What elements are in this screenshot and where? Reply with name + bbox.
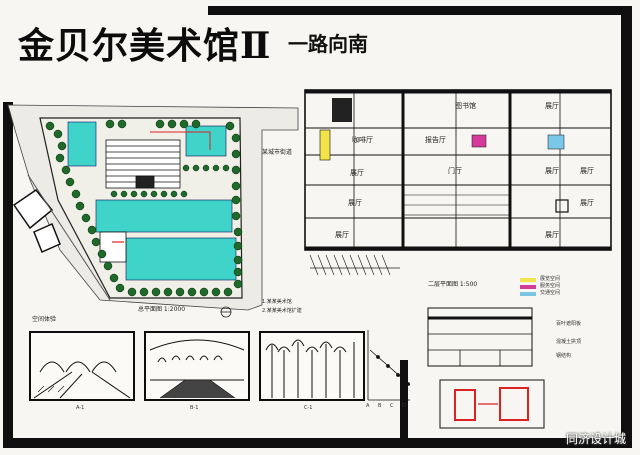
site-building-a xyxy=(12,188,54,230)
room-label: 图书馆 xyxy=(455,102,476,110)
frame-bottom-bar xyxy=(3,438,632,448)
legend-swatch-3 xyxy=(520,292,536,296)
pool-2 xyxy=(95,199,233,233)
axis-diagram xyxy=(367,330,411,401)
room-label: 展厅 xyxy=(335,231,349,239)
perspective-b-sketch xyxy=(149,339,245,399)
frame-left-bar xyxy=(3,102,13,448)
perspective-c-sketch xyxy=(265,339,355,398)
legend-swatch-2 xyxy=(520,285,536,289)
room-label: 咖啡厅 xyxy=(352,136,373,144)
red-path-1 xyxy=(150,131,211,150)
pool-4 xyxy=(185,125,227,157)
room-label: 展厅 xyxy=(348,199,362,207)
frame-right-bar xyxy=(621,6,632,448)
section-drawing xyxy=(427,307,533,367)
view-label-c: C-1 xyxy=(304,405,313,411)
room-label: 展厅 xyxy=(545,102,559,110)
room-label: 展厅 xyxy=(580,167,594,175)
trees xyxy=(45,119,243,297)
site-plan-scale: 总平面图 1:2000 xyxy=(138,306,186,313)
section-label: 混凝土拱顶 xyxy=(556,339,582,345)
axis-label: C xyxy=(390,403,394,409)
marker-magenta xyxy=(471,134,487,148)
section-label: 钢结构 xyxy=(556,353,572,359)
legend-label: 服务空间 xyxy=(540,283,561,289)
perspective-title: 空间体验 xyxy=(32,316,57,323)
site-note-2: 2.某某美术馆扩建 xyxy=(262,308,302,314)
axis-label: A xyxy=(366,403,370,409)
page-title: 金贝尔美术馆Ⅱ xyxy=(18,25,272,67)
site-building-b xyxy=(33,222,61,254)
plan-scale: 二层平面图 1:500 xyxy=(428,281,478,288)
stair-yellow xyxy=(319,129,331,161)
room-label: 展厅 xyxy=(545,167,559,175)
marker-blue xyxy=(547,134,565,150)
view-label-a: A-1 xyxy=(76,405,85,411)
view-label-b: B-1 xyxy=(190,405,199,411)
room-label: 报告厅 xyxy=(425,136,446,144)
marker-box xyxy=(555,199,569,213)
detail-plan xyxy=(439,379,545,429)
room-label: 展厅 xyxy=(545,231,559,239)
site-road xyxy=(27,174,111,301)
legend-swatch-1 xyxy=(520,278,536,282)
plan-dark-block xyxy=(332,98,352,122)
frame-top-bar xyxy=(208,6,632,15)
page-subtitle: 一路向南 xyxy=(288,32,368,56)
legend-label: 交通空间 xyxy=(540,290,561,296)
legend-label: 展览空间 xyxy=(540,276,561,282)
pool-3 xyxy=(125,237,237,281)
room-label: 展厅 xyxy=(350,169,364,177)
axis-label: D xyxy=(402,403,406,409)
pool-1 xyxy=(67,121,97,167)
perspective-a-sketch xyxy=(33,361,131,399)
museum-vaults xyxy=(105,139,181,189)
room-label: 展厅 xyxy=(580,199,594,207)
plan-hatch xyxy=(309,254,391,276)
section-label: 百叶遮阳板 xyxy=(556,321,582,327)
floor-plan xyxy=(304,89,612,251)
axis-label: B xyxy=(378,403,382,409)
site-street-label: 某城市街道 xyxy=(262,149,293,156)
site-note-1: 1.某某美术馆 xyxy=(262,299,292,305)
watermark: 同济设计城 xyxy=(565,432,626,446)
room-label: 门厅 xyxy=(448,167,462,175)
